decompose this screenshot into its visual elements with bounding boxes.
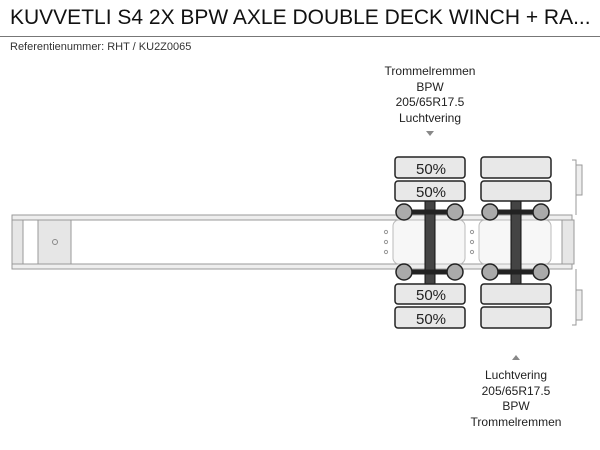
tyre bbox=[480, 180, 552, 202]
axle2-suspension: Luchtvering bbox=[484, 368, 548, 382]
divider bbox=[0, 36, 600, 37]
axle2-specs: Luchtvering 205/65R17.5 BPW Trommelremme… bbox=[446, 368, 586, 430]
arrow-down-icon bbox=[426, 131, 434, 136]
axle2-brakes: Trommelremmen bbox=[470, 414, 562, 429]
chassis-frame bbox=[11, 214, 573, 270]
tyre bbox=[394, 180, 466, 202]
axle2-brand: BPW bbox=[502, 399, 530, 413]
axle-2 bbox=[480, 156, 552, 329]
kingpin bbox=[561, 159, 583, 326]
axle1-specs: Trommelremmen BPW 205/65R17.5 Luchtverin… bbox=[360, 64, 500, 126]
tyre bbox=[480, 156, 552, 179]
tyre bbox=[394, 306, 466, 329]
page-title: KUVVETLI S4 2X BPW AXLE DOUBLE DECK WINC… bbox=[10, 6, 591, 29]
tyre bbox=[480, 306, 552, 329]
tyre bbox=[480, 283, 552, 305]
axle1-brakes: Trommelremmen bbox=[384, 64, 476, 78]
reference-number: Referentienummer: RHT / KU2Z0065 bbox=[10, 41, 192, 53]
axle1-brand: BPW bbox=[416, 79, 444, 94]
axle1-suspension: Luchtvering bbox=[398, 110, 462, 125]
tyre-wear: 50% bbox=[416, 287, 446, 304]
axle-1: 50% 50% 50% 50% bbox=[394, 156, 466, 329]
tyre bbox=[394, 156, 466, 179]
arrow-up-icon bbox=[512, 355, 520, 360]
tyre-wear: 50% bbox=[416, 161, 446, 178]
tyre-wear: 50% bbox=[416, 311, 446, 328]
axle2-tyres: 205/65R17.5 bbox=[481, 383, 551, 398]
tyre-wear: 50% bbox=[416, 184, 446, 201]
tyre bbox=[394, 283, 466, 305]
axle1-tyres: 205/65R17.5 bbox=[395, 95, 465, 109]
